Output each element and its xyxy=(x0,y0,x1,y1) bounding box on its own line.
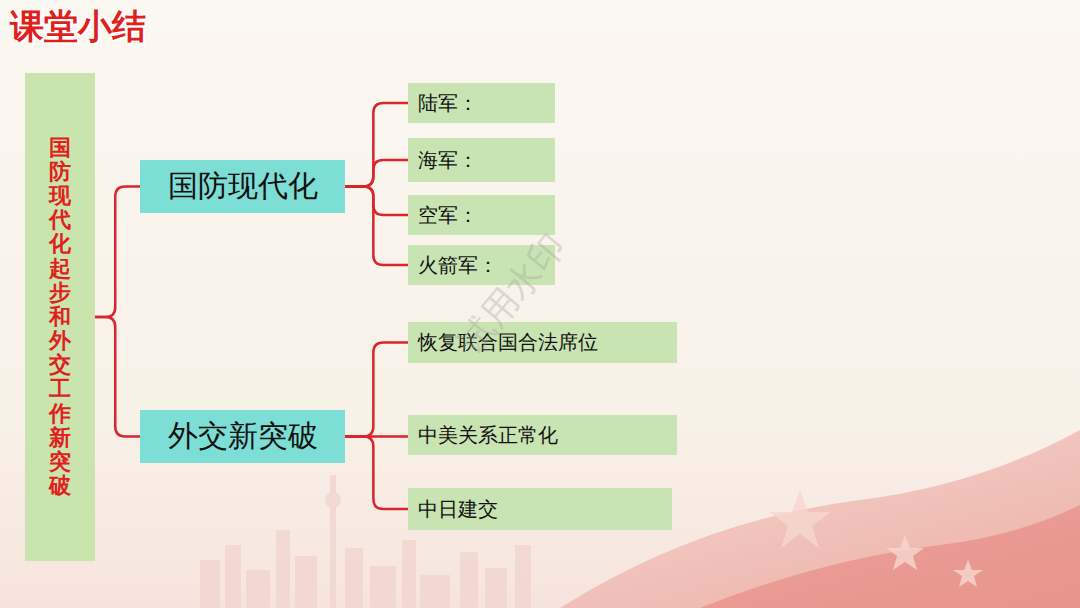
box-label: 外交新突破 xyxy=(168,416,318,457)
box-label: 中日建交 xyxy=(418,496,498,523)
box-label: 空军： xyxy=(418,202,478,229)
box-label: 中美关系正常化 xyxy=(418,422,558,449)
box-label: 火箭军： xyxy=(418,252,498,279)
bracket-connector xyxy=(345,160,408,187)
box-label: 海军： xyxy=(418,147,478,174)
box-label: 恢复联合国合法席位 xyxy=(418,329,598,356)
bracket-connector xyxy=(345,187,408,266)
category-box: 国防现代化 xyxy=(140,160,345,213)
bracket-connector xyxy=(345,437,408,510)
category-box: 外交新突破 xyxy=(140,410,345,463)
item-box: 火箭军： xyxy=(408,245,555,285)
item-box: 海军： xyxy=(408,138,555,182)
item-box: 中日建交 xyxy=(408,488,672,530)
slide-title: 课堂小结 xyxy=(10,4,146,50)
box-label: 国防现代化 xyxy=(168,166,318,207)
vertical-title: 国防现代化起步和外交工作新突破 xyxy=(49,136,71,499)
item-box: 恢复联合国合法席位 xyxy=(408,322,677,363)
bracket-connector xyxy=(345,187,408,216)
item-box: 陆军： xyxy=(408,83,555,123)
item-box: 中美关系正常化 xyxy=(408,415,677,455)
box-label: 陆军： xyxy=(418,90,478,117)
bracket-connector xyxy=(345,435,408,438)
bracket-connector xyxy=(345,343,408,437)
item-box: 空军： xyxy=(408,195,555,235)
bracket-connector xyxy=(345,103,408,187)
topic-column: 国防现代化起步和外交工作新突破 xyxy=(25,73,95,561)
bracket-connector xyxy=(95,187,140,318)
bracket-connector xyxy=(95,317,140,437)
